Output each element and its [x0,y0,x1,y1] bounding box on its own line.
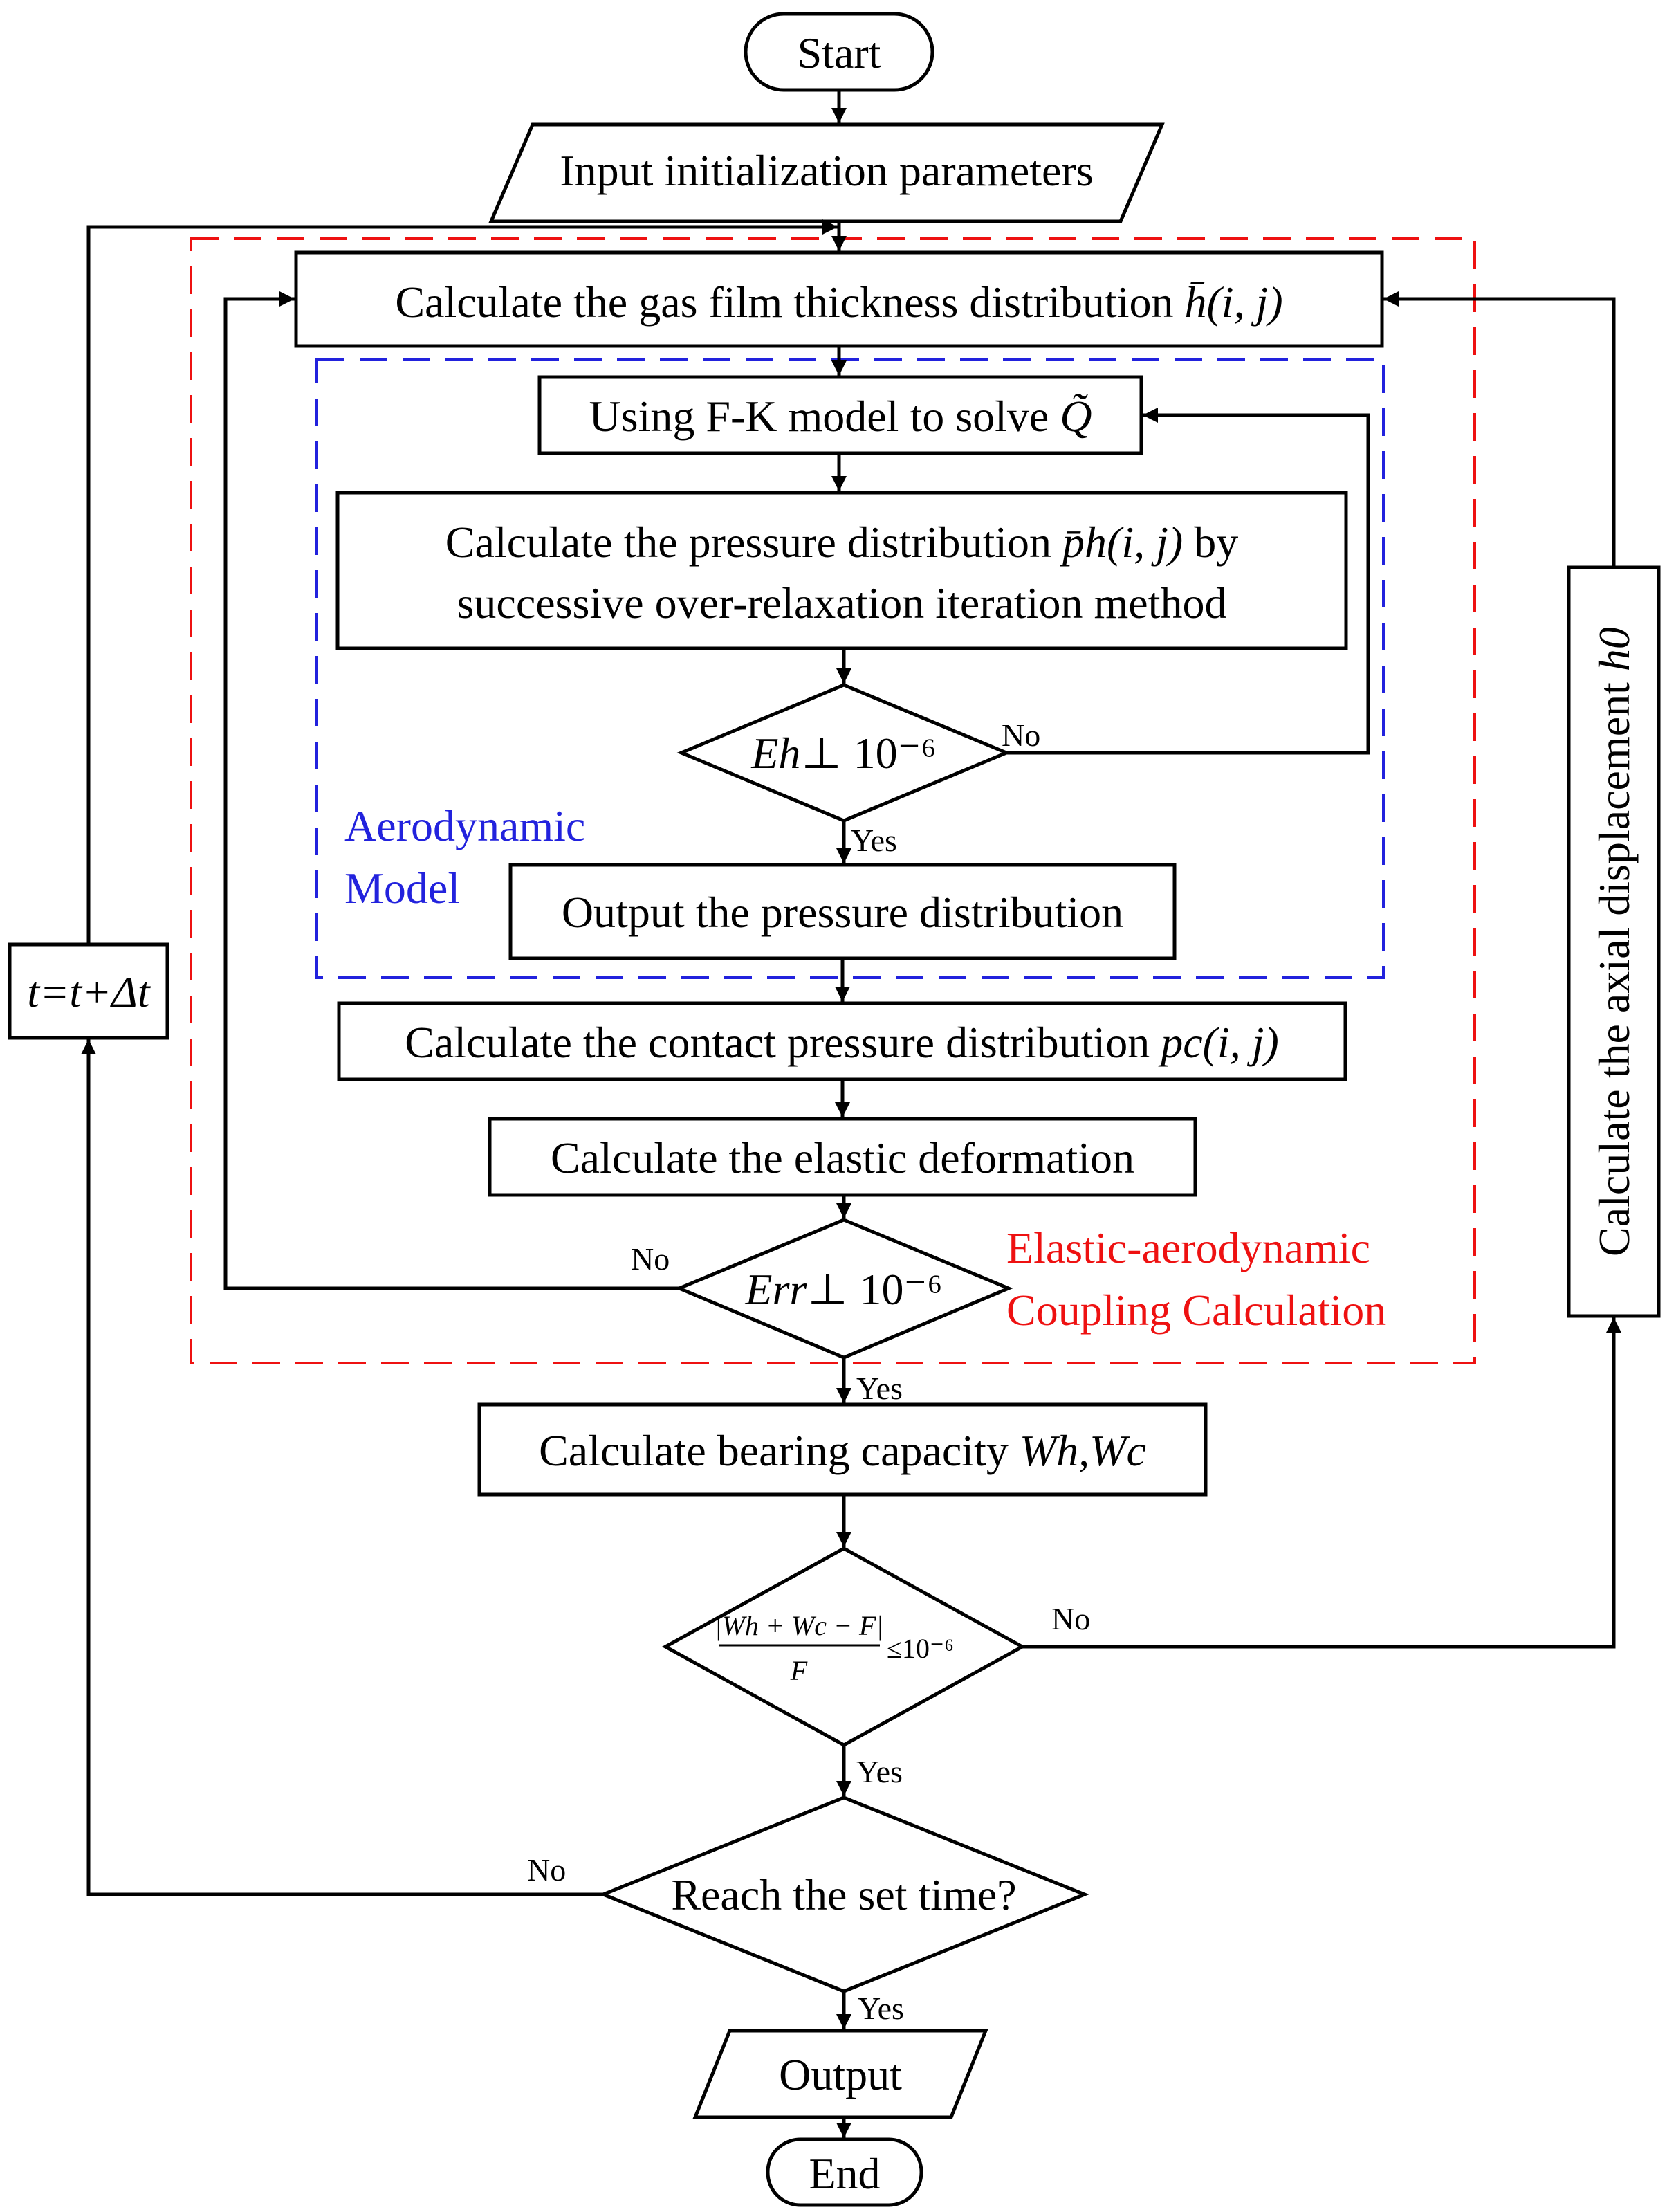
aero-region-line2: Model [344,863,460,913]
fk-model-math: Q̃ [1060,392,1092,441]
input-parameters-shape [488,122,1165,223]
output-pressure-label: Output the pressure distribution [562,888,1123,937]
eh-yes-label: Yes [851,823,897,858]
time-no-label: No [527,1852,566,1887]
output-pressure-box [508,863,1177,960]
axial-displacement-math: h0 [1590,627,1639,671]
aerodynamic-region-border [315,358,1385,979]
err-yes-label: Yes [856,1371,903,1406]
eh-op: ⊥ [800,729,842,778]
gas-film-text: Calculate the gas film thickness distrib… [395,277,1173,327]
elastic-deformation-box [488,1117,1197,1197]
coupling-region-line1: Elastic-aerodynamic [1006,1223,1370,1272]
time-yes-label: Yes [858,1991,904,2026]
end-label: End [809,2149,880,2198]
pressure-sor-box [335,491,1348,650]
err-no-label: No [631,1241,670,1277]
axial-displacement-text: Calculate the axial displacement [1590,682,1639,1256]
end-terminal [766,2137,923,2207]
load-balance-diamond [661,1546,1026,1747]
coupling-region-border [190,237,1476,1364]
err-op: ⊥ [807,1265,848,1314]
aero-region-line1: Aerodynamic [344,801,585,850]
contact-pressure-box [337,1001,1347,1081]
load-balance-rhs: ≤10⁻⁶ [887,1633,954,1664]
elastic-deformation-label: Calculate the elastic deformation [551,1133,1134,1182]
eh-decision-label: Eh⊥ 10⁻⁶ [750,729,936,778]
bearing-capacity-box [477,1402,1208,1497]
edge-time-no-loop [81,1039,603,1896]
edge-axial-to-gasfilm [1383,291,1616,567]
fk-model-box [537,375,1143,455]
err-val: 10⁻⁶ [860,1265,943,1314]
load-no-label: No [1051,1601,1090,1636]
gas-film-box [294,250,1384,348]
load-balance-numerator: |Wh + Wc − F| [715,1610,884,1641]
eh-var: Eh [750,729,800,778]
time-step-label: t=t+Δt [27,967,151,1016]
load-yes-label: Yes [856,1754,903,1789]
pressure-sor-line2: successive over-relaxation iteration met… [457,578,1227,628]
output-label: Output [779,2050,902,2099]
set-time-label: Reach the set time? [671,1870,1016,1919]
time-step-box [8,942,169,1040]
gas-film-math: h̄(i, j) [1184,277,1282,327]
fk-model-text: Using F-K model to solve [589,392,1049,441]
contact-pressure-label: Calculate the contact pressure distribut… [405,1018,1279,1067]
bearing-capacity-math: Wh,Wc [1020,1426,1146,1475]
start-label: Start [798,28,881,77]
bearing-capacity-text: Calculate bearing capacity [539,1426,1009,1475]
err-var: Err [744,1265,807,1314]
edge-timestep-to-top [86,219,838,944]
connectors [81,90,1621,2138]
pressure-sor-tail: by [1194,518,1238,567]
output-shape [692,2029,988,2119]
gas-film-label: Calculate the gas film thickness distrib… [395,277,1282,327]
contact-pressure-math: pc(i, j) [1158,1018,1279,1067]
pressure-sor-math: p̄h(i, j) [1060,518,1183,567]
axial-displacement-label: Calculate the axial displacement h0 [1590,627,1639,1256]
contact-pressure-text: Calculate the contact pressure distribut… [405,1018,1150,1067]
err-decision-label: Err⊥ 10⁻⁶ [744,1265,942,1314]
edge-eh-no-loop [1006,408,1370,755]
bearing-capacity-label: Calculate bearing capacity Wh,Wc [539,1426,1146,1475]
edge-err-no-loop [223,291,679,1290]
load-balance-denominator: F [790,1655,808,1686]
coupling-region-line2: Coupling Calculation [1006,1286,1386,1335]
input-parameters-label: Input initialization parameters [560,146,1093,195]
pressure-sor-line1: Calculate the pressure distribution p̄h(… [445,518,1238,567]
edge-load-no-loop [1022,1317,1621,1649]
eh-no-label: No [1002,717,1040,753]
eh-val: 10⁻⁶ [854,729,937,778]
pressure-sor-text: Calculate the pressure distribution [445,518,1051,567]
fk-model-label: Using F-K model to solve Q̃ [589,392,1092,441]
